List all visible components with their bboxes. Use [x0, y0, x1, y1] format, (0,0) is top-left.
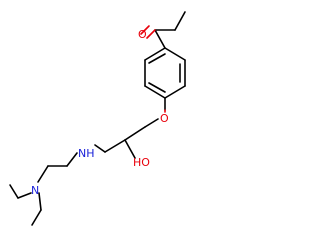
amine-nh-label: NH [78, 147, 95, 160]
ketone-oxygen-label: O [138, 28, 147, 41]
carbonyl-double-bond-b [140, 25, 150, 35]
carbonyl-carbon-bond [154, 29, 166, 49]
hydroxyl-label: HO [133, 156, 150, 169]
choh-to-oh-bond [124, 139, 136, 159]
ethyl-1-bond [9, 184, 19, 199]
ch2-to-n-bond [37, 165, 49, 183]
ring-bond-6 [144, 47, 166, 61]
ch2-to-nh-bond [94, 144, 106, 153]
ring-bond-1 [164, 47, 186, 61]
ether-oxygen-label: O [160, 112, 169, 125]
ethyl-terminal-bond [174, 11, 186, 31]
n-to-ethyl-2-bond [38, 192, 42, 211]
choh-ch2-bond [104, 139, 126, 153]
ring-bond-3 [164, 85, 186, 99]
ethyl-2-bond [31, 209, 42, 226]
ring-inner-bond-2 [148, 82, 166, 93]
ether-to-ch2-bond [144, 118, 159, 128]
ring-inner-bond-3 [148, 53, 166, 64]
n-to-ethyl-1-bond [17, 192, 32, 199]
carbonyl-double-bond-a [146, 29, 156, 39]
ch2-choh-bond [124, 126, 146, 141]
amine-n-label: N [31, 184, 39, 197]
structure-canvas: O O HO NH N [9, 11, 186, 226]
ring-bond-4 [144, 85, 166, 99]
molecule-structure: O O HO NH N [9, 11, 186, 226]
nh-to-ch2-bond [66, 152, 78, 167]
